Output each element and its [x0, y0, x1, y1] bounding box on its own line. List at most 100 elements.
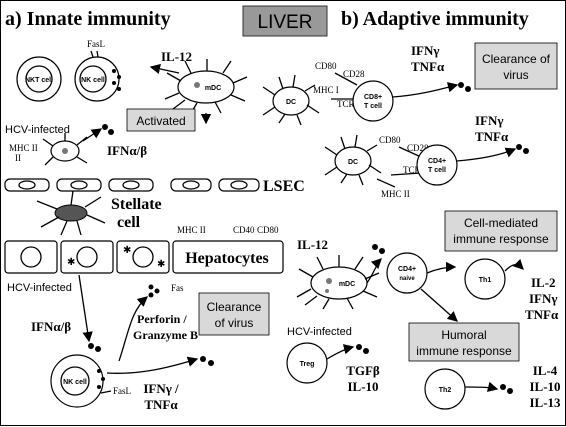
activated-box — [126, 108, 196, 132]
mhc-ii-adaptive-label: MHC II — [381, 189, 410, 199]
hcv-infected-cell-top — [42, 133, 88, 166]
mhc-ii-hep-label: MHC II — [177, 225, 206, 235]
tcr-2-label: TCR — [403, 165, 421, 175]
dc-cell-2: DC — [324, 134, 382, 186]
cd4-label: CD4+ — [428, 158, 446, 165]
adaptive-title: b) Adaptive immunity — [341, 8, 529, 30]
stellate-label-2: cell — [117, 214, 141, 231]
fasl-label-top: FasL — [87, 39, 105, 49]
cd8-tcell-label: T cell — [364, 103, 382, 110]
th2-cell — [424, 368, 466, 410]
nk-cell-top-label: NK cell — [81, 77, 105, 84]
nk-cell-bottom-label: NK cell — [63, 379, 87, 386]
clearance-adaptive-label-1: Clearance of — [482, 52, 551, 66]
il13-label: IL-13 — [529, 395, 561, 410]
liver-label: LIVER — [258, 12, 313, 33]
clearance-adaptive-label-2: virus — [503, 68, 528, 82]
svg-text:II: II — [15, 153, 21, 163]
svg-text:✱: ✱ — [67, 257, 75, 268]
cd80-1-label: CD80 — [315, 61, 337, 71]
il4-label: IL-4 — [533, 363, 558, 378]
hepatocyte-row: ✱ ✱ ✱ — [4, 240, 284, 274]
svg-text:✱: ✱ — [157, 259, 165, 270]
humoral-label-1: Humoral — [441, 328, 486, 342]
fas-label: Fas — [171, 283, 184, 293]
perforin-label: Perforin / — [137, 312, 187, 326]
clearance-box-adaptive — [474, 42, 558, 90]
hcv-infected-top-label: HCV-infected — [5, 124, 70, 136]
th2-label: Th2 — [439, 387, 452, 394]
mdc-cell-adaptive: mDC — [296, 255, 380, 310]
lsec-cells — [4, 178, 260, 192]
innate-title: a) Innate immunity — [5, 8, 171, 30]
cd80-hep-label: CD80 — [257, 225, 279, 235]
cd4-naive-label: CD4+ — [398, 266, 416, 273]
cd4-naive-cell — [386, 252, 428, 294]
tnfa-1-label: TNFα — [411, 59, 445, 74]
cell-mediated-box — [444, 210, 558, 252]
nkt-cell — [16, 56, 62, 102]
ifn-ab-bottom-label: IFNα/β — [31, 319, 71, 334]
mdc-cell-top: mDC — [164, 59, 248, 114]
stellate-label-1: Stellate — [111, 196, 162, 213]
cd4-tcell — [416, 144, 458, 186]
th1-cell — [464, 258, 506, 300]
ifng-tnfa-innate-1: IFNγ / — [143, 381, 179, 396]
il2-label: IL-2 — [531, 275, 556, 290]
clearance-innate-label-1: Clearance — [207, 300, 262, 314]
clearance-box-innate — [198, 292, 270, 336]
fasl-bottom-label: FasL — [113, 386, 131, 396]
cd28-2-label: CD28 — [407, 143, 429, 153]
perforin-arrow — [118, 296, 148, 362]
ifng-3-label: IFNγ — [529, 291, 557, 306]
cd8-label: CD8+ — [364, 94, 382, 101]
il12-label-adaptive: IL-12 — [297, 237, 328, 252]
dc2-label: DC — [348, 159, 358, 166]
tnfa-2-label: TNFα — [475, 129, 509, 144]
treg-label: Treg — [300, 361, 315, 368]
nk-cell-top-nucleus — [79, 65, 107, 93]
il12-arrow — [149, 63, 180, 74]
mdc-label-adaptive: mDC — [339, 281, 355, 288]
hepatocytes-label: Hepatocytes — [185, 250, 269, 267]
hcv-infected-adaptive-label: HCV-infected — [287, 326, 352, 338]
ifn-ab-top-label: IFNα/β — [107, 143, 147, 158]
ifng-1-label: IFNγ — [411, 43, 439, 58]
svg-text:✱: ✱ — [123, 245, 131, 256]
cd4-tcell-label: T cell — [428, 167, 446, 174]
stellate-cell — [36, 190, 106, 236]
humoral-box — [408, 322, 520, 362]
cd28-1-label: CD28 — [343, 69, 365, 79]
cd40-label: CD40 — [233, 225, 255, 235]
tgfb-label: TGFβ — [346, 363, 380, 378]
clearance-innate-label-2: of virus — [215, 316, 254, 330]
tnfa-3-label: TNFα — [525, 307, 559, 322]
il10-label: IL-10 — [529, 379, 560, 394]
th1-label: Th1 — [479, 277, 492, 284]
humoral-label-2: immune response — [416, 344, 512, 358]
mhc-ii-label-innate: MHC II — [9, 143, 38, 153]
dc1-label: DC — [286, 99, 296, 106]
ifng-tnfa-innate-2: TNFα — [144, 397, 178, 412]
il12-label-innate: IL-12 — [161, 49, 192, 64]
tcr-1-label: TCR — [337, 99, 355, 109]
nk-cell-bottom-nucleus — [60, 366, 90, 396]
cd8-tcell — [352, 80, 394, 122]
liver-box — [242, 5, 328, 37]
hep-to-nk-arrow — [78, 274, 93, 343]
ifng-2-label: IFNγ — [475, 113, 503, 128]
dc-cell-1: DC — [262, 74, 320, 126]
nkt-cell-label: NKT cell — [25, 77, 53, 84]
mhc-i-label: MHC I — [313, 85, 339, 95]
treg-cell — [286, 342, 328, 384]
cell-mediated-label-1: Cell-mediated — [464, 216, 538, 230]
cd80-2-label: CD80 — [379, 135, 401, 145]
activated-label: Activated — [136, 114, 185, 128]
il10-treg-label: IL-10 — [347, 379, 378, 394]
cell-mediated-label-2: immune response — [453, 232, 549, 246]
naive-label: naive — [399, 276, 415, 282]
nkt-cell-nucleus — [25, 65, 53, 93]
mdc-label-top: mDC — [205, 85, 221, 92]
